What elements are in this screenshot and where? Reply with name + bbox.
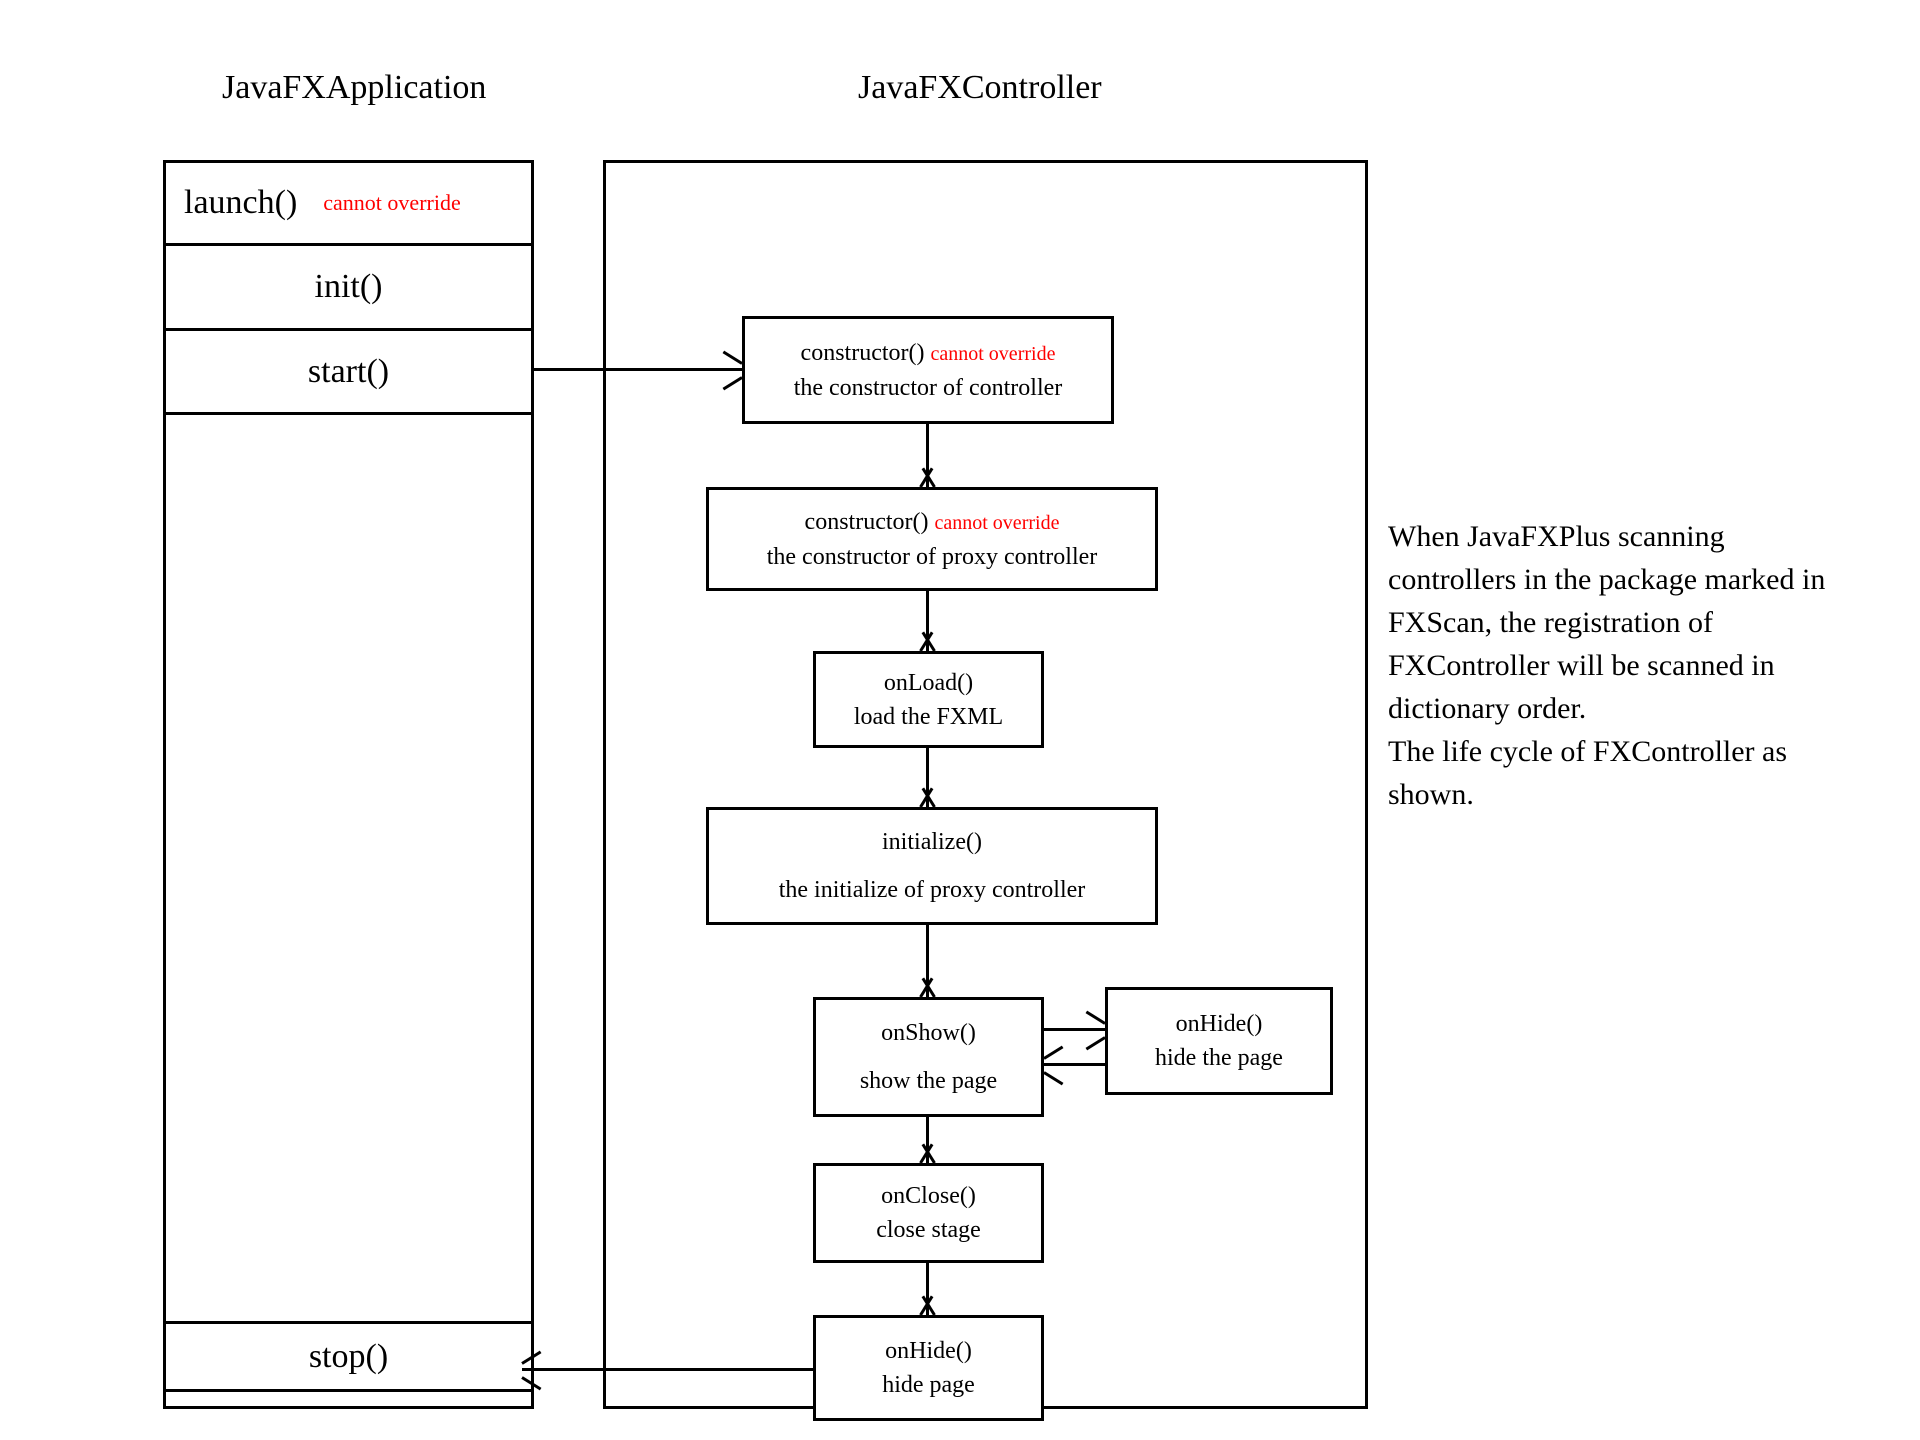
app-row-init: init() [166, 246, 531, 331]
node-constructor-title: constructor() cannot override [801, 336, 1056, 371]
app-row-tail [166, 1392, 531, 1409]
node-constructor-signature: constructor() [800, 339, 925, 366]
app-row-stop-label: stop() [308, 1337, 389, 1375]
app-row-launch-note: cannot override [323, 190, 461, 215]
arrowhead-onhide-to-onshow [1044, 1064, 1081, 1067]
node-onload-title: onLoad() [883, 669, 974, 696]
arrowhead-proxy-to-onload [926, 608, 929, 651]
connector-onhide-bottom-to-stop [522, 1368, 813, 1371]
node-onhide-bottom-title: onHide() [885, 1338, 972, 1364]
column-title-controller: JavaFXController [858, 69, 1102, 106]
node-onhide-side-title: onHide() [1175, 1011, 1263, 1037]
node-onhide-bottom-desc: hide page [882, 1372, 975, 1398]
node-proxy-constructor-title: constructor() cannot override [805, 505, 1060, 540]
app-row-start-label: start() [307, 352, 390, 390]
side-note-text: When JavaFXPlus scanning controllers in … [1388, 520, 1826, 811]
app-row-start: start() [166, 331, 531, 415]
node-initialize-title: initialize() [882, 829, 982, 855]
connector-start-to-constructor [534, 368, 742, 371]
arrowhead-onload-to-initialize [926, 765, 929, 807]
node-onshow: onShow() show the page [813, 997, 1044, 1117]
arrowhead-onshow-to-onclose [926, 1121, 929, 1163]
node-onhide-side-desc: hide the page [1155, 1045, 1283, 1071]
node-constructor-note: cannot override [930, 342, 1056, 365]
node-proxy-constructor-desc: the constructor of proxy controller [766, 543, 1098, 570]
node-onload: onLoad() load the FXML [813, 651, 1044, 748]
app-row-launch: launch() cannot override [166, 163, 531, 246]
app-row-activation-span [166, 415, 531, 1324]
app-row-stop: stop() [166, 1324, 531, 1392]
node-proxy-constructor-signature: constructor() [804, 508, 929, 535]
arrowhead-start-to-constructor [700, 369, 742, 372]
node-onhide-side: onHide() hide the page [1105, 987, 1333, 1095]
node-onhide-bottom: onHide() hide page [813, 1315, 1044, 1421]
arrowhead-constructor-to-proxy [926, 443, 929, 487]
arrowhead-onhide-bottom-to-stop [522, 1369, 562, 1372]
node-constructor: constructor() cannot override the constr… [742, 316, 1114, 424]
node-onclose-desc: close stage [876, 1217, 981, 1243]
node-initialize-desc: the initialize of proxy controller [778, 877, 1086, 903]
arrowhead-onclose-to-onhide-bottom [926, 1271, 929, 1315]
node-initialize: initialize() the initialize of proxy con… [706, 807, 1158, 925]
javafx-application-lifeline: launch() cannot override init() start() … [163, 160, 534, 1409]
node-onclose-title: onClose() [881, 1183, 976, 1209]
arrowhead-onshow-to-onhide [1068, 1029, 1105, 1032]
app-row-launch-label: launch() [184, 184, 298, 221]
node-onshow-desc: show the page [859, 1068, 998, 1094]
node-onclose: onClose() close stage [813, 1163, 1044, 1263]
app-row-init-label: init() [314, 268, 383, 305]
node-onload-desc: load the FXML [853, 703, 1004, 730]
node-onshow-title: onShow() [881, 1020, 976, 1046]
arrowhead-initialize-to-onshow [926, 953, 929, 997]
node-constructor-desc: the constructor of controller [793, 374, 1063, 401]
column-title-application: JavaFXApplication [222, 69, 487, 106]
node-proxy-constructor-note: cannot override [934, 511, 1060, 534]
node-proxy-constructor: constructor() cannot override the constr… [706, 487, 1158, 591]
